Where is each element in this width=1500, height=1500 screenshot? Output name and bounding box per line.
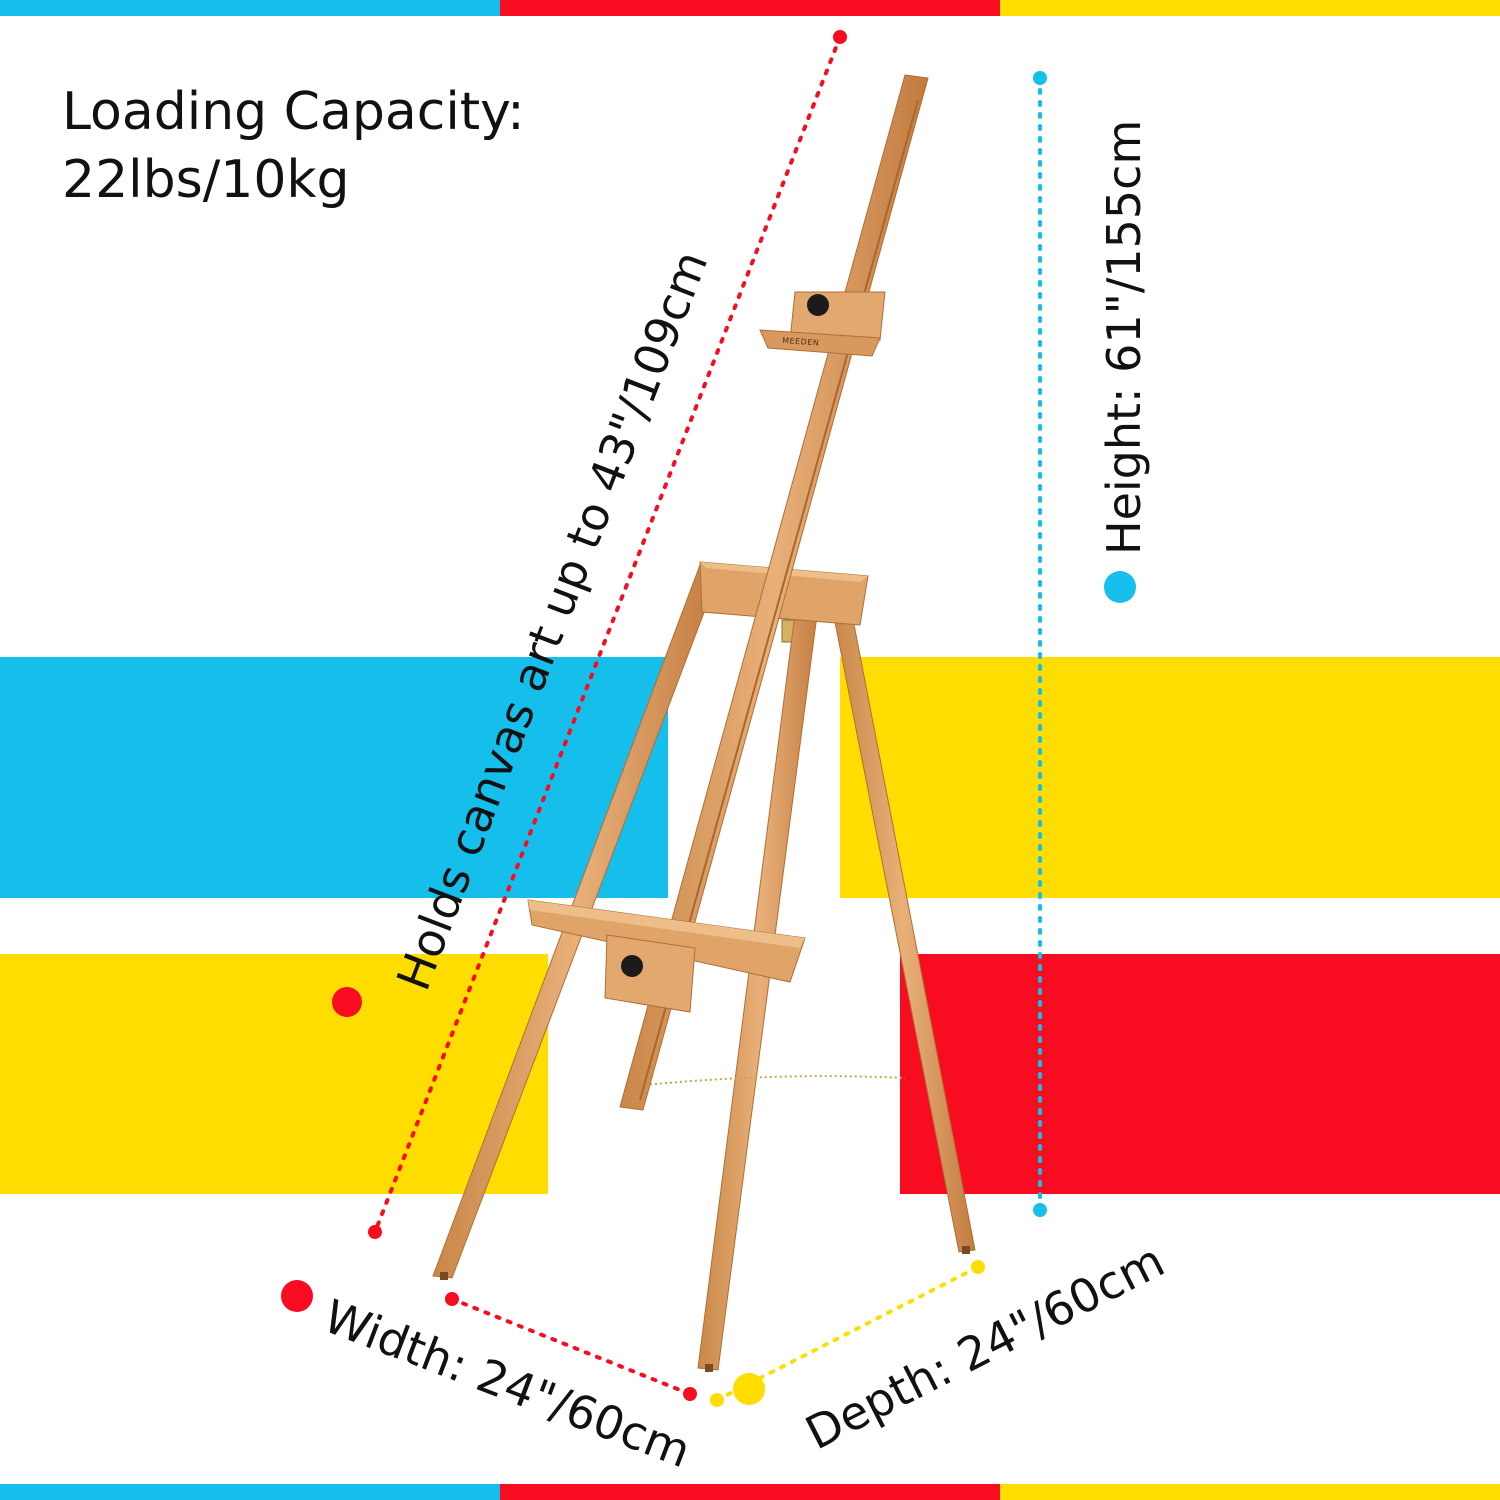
top-clamp-shelf	[759, 329, 881, 357]
tray-clamp-knob	[621, 955, 643, 977]
canvas-dimension-line	[373, 35, 842, 1234]
band-red-right	[900, 954, 1500, 1194]
height-label-dot	[1104, 571, 1136, 603]
top-strip-red	[500, 0, 1000, 16]
easel-chain	[644, 1075, 906, 1086]
tray-clamp-block	[604, 934, 696, 1013]
left-foot	[440, 1272, 448, 1280]
rear-foot	[962, 1246, 970, 1254]
height-line-top-dot	[1033, 71, 1047, 85]
depth-line-left-dot	[710, 1393, 724, 1407]
bottom-strip-yellow	[1000, 1484, 1500, 1500]
loading-capacity-title: Loading Capacity:	[62, 82, 525, 142]
top-clamp-knob	[807, 294, 829, 316]
top-strip-yellow	[1000, 0, 1500, 16]
depth-label-dot	[733, 1373, 765, 1405]
canvas-tray	[527, 899, 806, 983]
width-label-dot	[281, 1280, 313, 1312]
canvas-line-end-dot	[833, 30, 847, 44]
canvas-label-dot	[332, 987, 362, 1017]
right-foot	[705, 1364, 713, 1372]
bottom-strip-blue	[0, 1484, 500, 1500]
width-line-left-dot	[445, 1292, 459, 1306]
band-blue-left	[0, 657, 668, 898]
band-yellow-right	[840, 657, 1500, 898]
width-line-right-dot	[683, 1387, 697, 1401]
top-strip-blue	[0, 0, 500, 16]
easel-rear-leg	[832, 611, 976, 1253]
depth-line-right-dot	[971, 1260, 985, 1274]
height-line-bottom-dot	[1033, 1203, 1047, 1217]
bottom-strip-red	[500, 1484, 1000, 1500]
band-yellow-left	[0, 954, 548, 1194]
loading-capacity-value: 22lbs/10kg	[62, 150, 350, 210]
height-label-wrap: Height: 61"/155cm	[1097, 120, 1151, 555]
height-label: Height: 61"/155cm	[1097, 119, 1151, 555]
canvas-line-start-dot	[368, 1225, 382, 1239]
brand-mark: MEEDEN	[782, 336, 820, 348]
canvas-tray-rim	[528, 900, 805, 948]
